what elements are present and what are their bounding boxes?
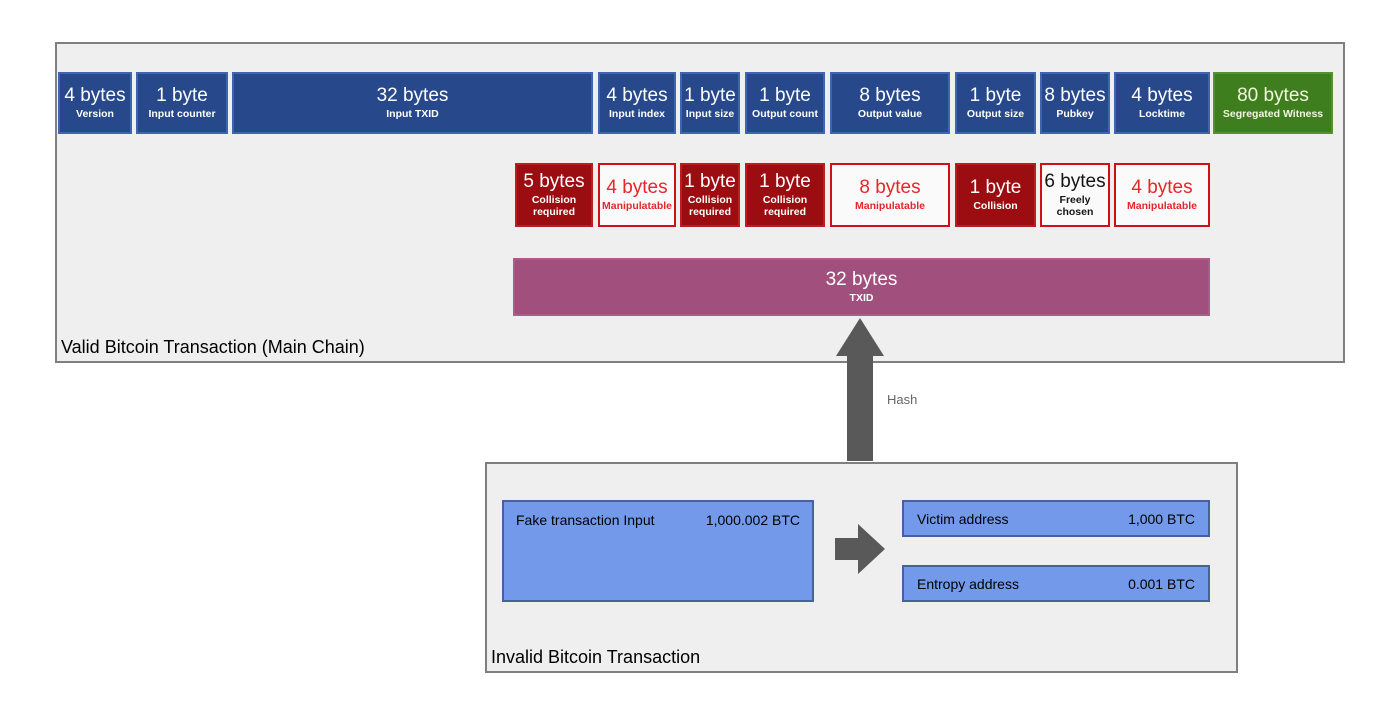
field-label: Collision required: [687, 193, 733, 218]
field-size: 1 byte: [684, 170, 736, 192]
field-label: Manipulatable: [602, 199, 673, 212]
hash-arrow-label: Hash: [887, 392, 918, 407]
field-size: 4 bytes: [1131, 85, 1193, 107]
attack-field-manipulatable-2: 8 bytes Manipulatable: [830, 163, 950, 227]
field-segregated-witness: 80 bytes Segregated Witness: [1213, 72, 1333, 134]
field-label: Collision: [973, 199, 1018, 212]
entropy-address-label: Entropy address: [917, 575, 1019, 592]
field-size: 1 byte: [759, 85, 811, 107]
entropy-address-value: 0.001 BTC: [1128, 575, 1195, 592]
attack-field-collision-required-1: 5 bytes Collision required: [515, 163, 593, 227]
field-size: 4 bytes: [606, 85, 668, 107]
field-size: 8 bytes: [859, 85, 921, 107]
field-label: Output size: [966, 107, 1025, 120]
attack-field-collision-required-2: 1 byte Collision required: [680, 163, 740, 227]
attack-field-collision: 1 byte Collision: [955, 163, 1036, 227]
field-label: Locktime: [1138, 107, 1186, 120]
field-size: 4 bytes: [606, 177, 668, 199]
flow-arrow-icon: [858, 524, 885, 574]
field-size: 1 byte: [969, 177, 1022, 199]
field-size: 1 byte: [969, 85, 1022, 107]
field-input-txid: 32 bytes Input TXID: [232, 72, 593, 134]
field-label: Input counter: [148, 107, 216, 120]
field-label: Input index: [609, 107, 665, 120]
field-version: 4 bytes Version: [58, 72, 132, 134]
fake-input-value: 1,000.002 BTC: [705, 512, 800, 528]
valid-transaction-panel: 4 bytes Version 1 byte Input counter 32 …: [55, 42, 1345, 363]
field-size: 6 bytes: [1044, 170, 1106, 192]
field-size: 8 bytes: [859, 177, 921, 199]
field-label: Input size: [685, 107, 735, 120]
field-label: Collision required: [531, 193, 577, 218]
field-label: Pubkey: [1056, 107, 1094, 120]
field-label: Version: [76, 107, 114, 120]
attack-field-manipulatable-1: 4 bytes Manipulatable: [598, 163, 676, 227]
victim-address-label: Victim address: [917, 510, 1009, 527]
field-label: Input TXID: [386, 107, 439, 120]
victim-address-box: Victim address 1,000 BTC: [902, 500, 1210, 537]
field-label: Freely chosen: [1056, 193, 1094, 218]
field-size: 1 byte: [156, 85, 208, 107]
hash-arrow-shaft: [847, 352, 873, 461]
field-size: 4 bytes: [1131, 177, 1193, 199]
fake-input-label: Fake transaction Input: [516, 512, 655, 528]
field-label: Output count: [752, 107, 818, 120]
attack-field-collision-required-3: 1 byte Collision required: [745, 163, 825, 227]
fake-input-box: Fake transaction Input 1,000.002 BTC: [502, 500, 814, 602]
txid-result-box: 32 bytes TXID: [513, 258, 1210, 316]
field-label: Manipulatable: [1126, 199, 1197, 212]
field-input-counter: 1 byte Input counter: [136, 72, 228, 134]
field-size: 1 byte: [759, 170, 811, 192]
flow-arrow-shaft: [835, 538, 859, 560]
field-output-count: 1 byte Output count: [745, 72, 825, 134]
field-size: 1 byte: [684, 85, 736, 107]
invalid-transaction-panel: Fake transaction Input 1,000.002 BTC Vic…: [485, 462, 1238, 673]
field-label: Segregated Witness: [1222, 107, 1324, 120]
field-input-size: 1 byte Input size: [680, 72, 740, 134]
invalid-panel-title: Invalid Bitcoin Transaction: [491, 647, 701, 667]
field-size: 32 bytes: [376, 85, 449, 107]
field-label: Manipulatable: [854, 199, 925, 212]
field-label: Output value: [857, 107, 923, 120]
field-pubkey: 8 bytes Pubkey: [1040, 72, 1110, 134]
field-output-value: 8 bytes Output value: [830, 72, 950, 134]
attack-field-freely-chosen: 6 bytes Freely chosen: [1040, 163, 1110, 227]
valid-panel-title: Valid Bitcoin Transaction (Main Chain): [61, 337, 365, 357]
field-locktime: 4 bytes Locktime: [1114, 72, 1210, 134]
field-input-index: 4 bytes Input index: [598, 72, 676, 134]
field-output-size: 1 byte Output size: [955, 72, 1036, 134]
field-label: TXID: [849, 291, 874, 304]
field-size: 32 bytes: [825, 269, 898, 291]
attack-field-manipulatable-3: 4 bytes Manipulatable: [1114, 163, 1210, 227]
field-size: 4 bytes: [64, 85, 126, 107]
field-label: Collision required: [762, 193, 808, 218]
field-size: 8 bytes: [1044, 85, 1106, 107]
victim-address-value: 1,000 BTC: [1128, 510, 1195, 527]
entropy-address-box: Entropy address 0.001 BTC: [902, 565, 1210, 602]
field-size: 5 bytes: [523, 170, 585, 192]
field-size: 80 bytes: [1237, 85, 1309, 107]
hash-arrow-icon: [836, 318, 884, 356]
